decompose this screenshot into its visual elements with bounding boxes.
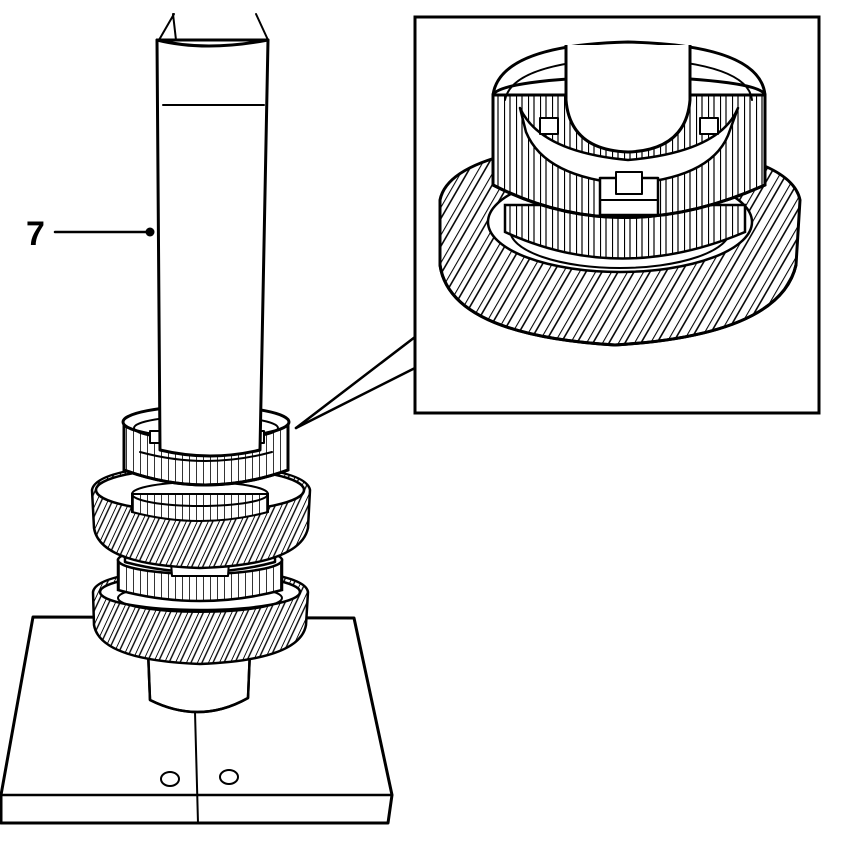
detail-inset <box>413 15 821 415</box>
callout-label-7: 7 <box>26 215 45 253</box>
callout-7: 7 <box>26 215 155 253</box>
base-plate <box>0 615 394 825</box>
press-tube <box>155 13 270 458</box>
inset-synchro-ring <box>503 203 747 260</box>
callout-dot <box>145 227 155 237</box>
zoom-pointer <box>294 335 417 430</box>
inset-tube-end <box>564 45 692 154</box>
